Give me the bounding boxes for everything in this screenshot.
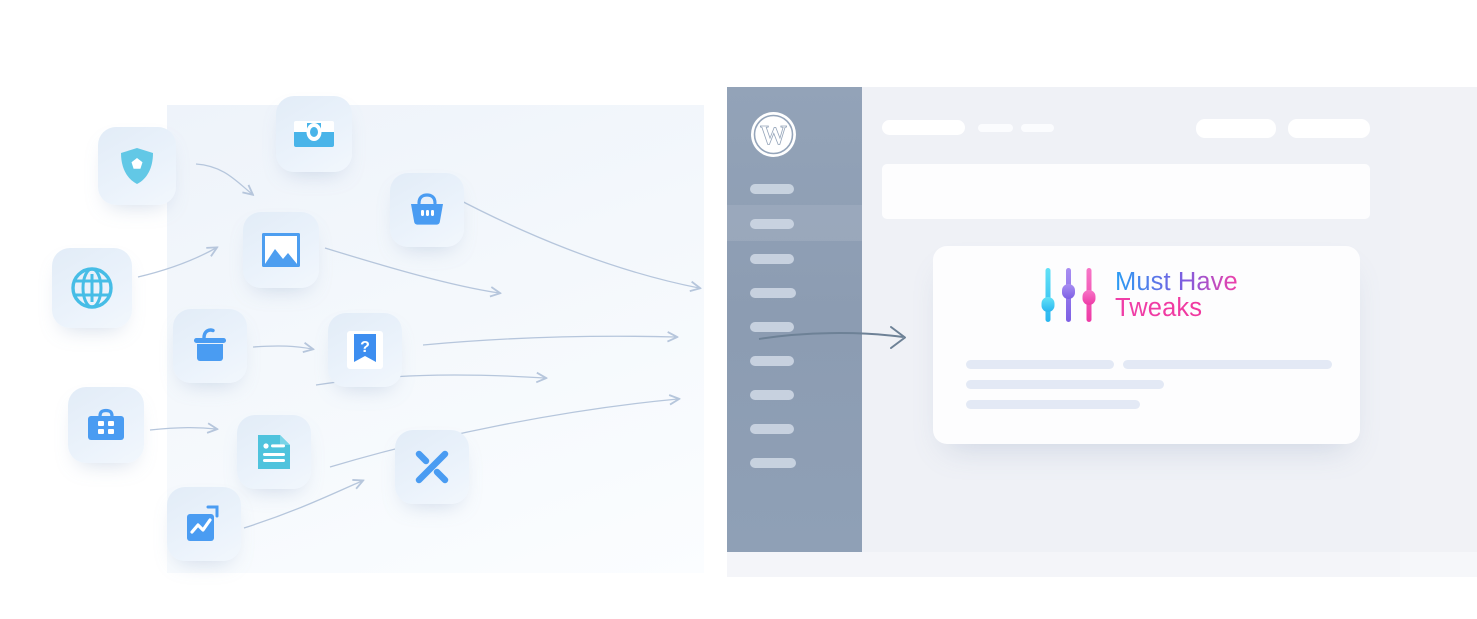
svg-text:?: ? bbox=[360, 339, 370, 356]
trash-icon bbox=[173, 309, 247, 383]
shield-icon bbox=[98, 127, 176, 205]
card-line-1b bbox=[1123, 360, 1332, 369]
wp-window-bottom-strip bbox=[727, 552, 1400, 577]
arrow-globe-to-image bbox=[137, 248, 216, 278]
arrow-image-to-right bbox=[324, 247, 499, 293]
header-action-pill-2[interactable] bbox=[1021, 124, 1054, 132]
sidebar-item-2[interactable] bbox=[750, 219, 794, 229]
content-notice-bar bbox=[882, 164, 1370, 219]
card-line-1a bbox=[966, 360, 1114, 369]
sidebar-item-7[interactable] bbox=[750, 390, 794, 400]
sidebar-item-4[interactable] bbox=[750, 288, 796, 298]
arrow-shield-to-image bbox=[195, 163, 252, 194]
help-icon: ? bbox=[328, 313, 402, 387]
arrow-help-to-right bbox=[422, 336, 676, 346]
chart-icon bbox=[167, 487, 241, 561]
wordpress-logo: W bbox=[750, 111, 797, 158]
sidebar-item-5[interactable] bbox=[750, 322, 794, 332]
arrow-tools-to-right bbox=[329, 399, 678, 468]
plugin-card[interactable] bbox=[933, 246, 1360, 444]
logo-text-line-1: Must Have bbox=[1115, 268, 1238, 296]
must-have-tweaks-logo: Must Have Tweaks bbox=[1040, 264, 1238, 326]
wp-window-outer-right-strip bbox=[1400, 552, 1477, 577]
image-icon bbox=[243, 212, 319, 288]
header-button-pill-2[interactable] bbox=[1288, 119, 1370, 138]
arrow-trash-to-help bbox=[252, 346, 312, 349]
sidebar-item-3[interactable] bbox=[750, 254, 794, 264]
sidebar-to-card-arrow bbox=[758, 326, 906, 349]
svg-text:W: W bbox=[760, 120, 787, 150]
sidebar-item-8[interactable] bbox=[750, 424, 794, 434]
arrow-toolbox-to-doc bbox=[149, 428, 216, 430]
basket-icon bbox=[390, 173, 464, 247]
wp-window-outer-right bbox=[1400, 87, 1477, 577]
globe-icon bbox=[52, 248, 132, 328]
card-line-3 bbox=[966, 400, 1140, 409]
header-button-pill-1[interactable] bbox=[1196, 119, 1276, 138]
header-title-pill bbox=[882, 120, 965, 135]
header-action-pill-1[interactable] bbox=[978, 124, 1013, 132]
sliders-icon bbox=[1041, 268, 1096, 322]
card-line-2 bbox=[966, 380, 1164, 389]
document-icon bbox=[237, 415, 311, 489]
sidebar-active-highlight bbox=[727, 205, 862, 241]
sidebar-item-9[interactable] bbox=[750, 458, 796, 468]
sidebar-item-1[interactable] bbox=[750, 184, 794, 194]
tools-icon bbox=[395, 430, 469, 504]
toolbox-icon bbox=[68, 387, 144, 463]
logo-text-line-2: Tweaks bbox=[1115, 295, 1238, 321]
wp-admin-sidebar bbox=[727, 87, 862, 552]
sidebar-item-6[interactable] bbox=[750, 356, 794, 366]
camera-icon bbox=[276, 96, 352, 172]
arrow-basket-to-right bbox=[451, 195, 699, 288]
left-illustration-icons: ? bbox=[52, 96, 740, 561]
